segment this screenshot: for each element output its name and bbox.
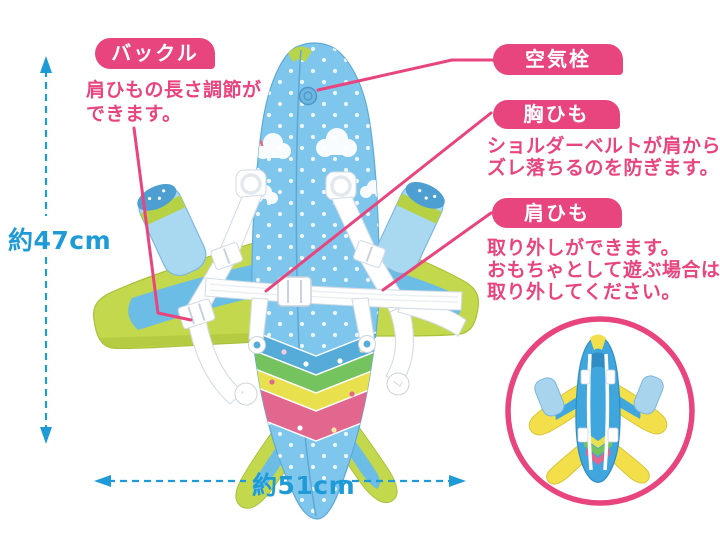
tail-stripes <box>251 328 380 442</box>
chest-strap-line <box>264 111 493 293</box>
cloud-prints <box>251 128 380 204</box>
arrow-up-icon <box>40 56 52 73</box>
buckle-desc-line1: 肩ひもの長さ調節が <box>86 79 262 101</box>
air-valve <box>298 86 318 106</box>
inset-view <box>505 316 695 506</box>
arrow-down-icon <box>40 427 52 444</box>
shoulder-strap-label: 肩ひも <box>492 198 622 228</box>
air-plug-label: 空気栓 <box>493 44 623 75</box>
left-engine <box>137 184 207 276</box>
height-dimension-line <box>40 56 52 444</box>
chest-strap-description: ショルダーベルトが肩から ズレ落ちるのを防ぎます。 <box>487 135 720 179</box>
inset-airplane <box>528 334 668 485</box>
buckle-line <box>132 126 193 322</box>
shoulder-strap-line <box>381 211 493 292</box>
right-strap-clip <box>353 240 386 268</box>
fuselage <box>251 42 380 520</box>
chest-strap-label: 胸ひも <box>493 100 620 129</box>
arrow-right-icon <box>449 475 466 487</box>
center-seam <box>295 49 317 517</box>
shoulder-strap-label-text: 肩ひも <box>524 201 590 225</box>
air-plug-line <box>316 58 495 92</box>
harness-straps <box>177 169 467 406</box>
air-plug-label-text: 空気栓 <box>525 47 591 71</box>
shoulder-strap-desc-line2: おもちゃとして遊ぶ場合は <box>487 259 720 281</box>
callout-lines <box>132 58 495 322</box>
arrow-left-icon <box>94 475 111 487</box>
chest-strap-label-text: 胸ひも <box>523 102 590 126</box>
left-strap-hook <box>235 383 257 405</box>
buckle-adjuster <box>177 298 216 330</box>
buckle-desc-line2: できます。 <box>86 103 182 125</box>
shoulder-strap-desc-line1: 取り外しができます。 <box>487 237 681 259</box>
width-dimension-label: 約51cm <box>252 471 356 500</box>
width-dimension-line <box>94 475 466 487</box>
chest-strap-desc-line1: ショルダーベルトが肩から <box>487 135 720 157</box>
main-airplane <box>92 42 480 520</box>
shoulder-strap-desc-line3: 取り外してください。 <box>487 281 681 303</box>
buckle-description: 肩ひもの長さ調節が できます。 <box>86 78 262 126</box>
buckle-label: バックル <box>95 38 215 69</box>
height-dimension-label: 約47cm <box>8 226 112 255</box>
right-engine <box>375 182 445 274</box>
left-strap-clip <box>210 242 243 270</box>
shoulder-strap-description: 取り外しができます。 おもちゃとして遊ぶ場合は 取り外してください。 <box>487 237 720 303</box>
chest-strap <box>204 276 463 311</box>
chest-strap-desc-line2: ズレ落ちるのを防ぎます。 <box>487 157 720 179</box>
buckle-label-text: バックル <box>111 41 199 65</box>
right-strap-hook <box>387 373 409 395</box>
